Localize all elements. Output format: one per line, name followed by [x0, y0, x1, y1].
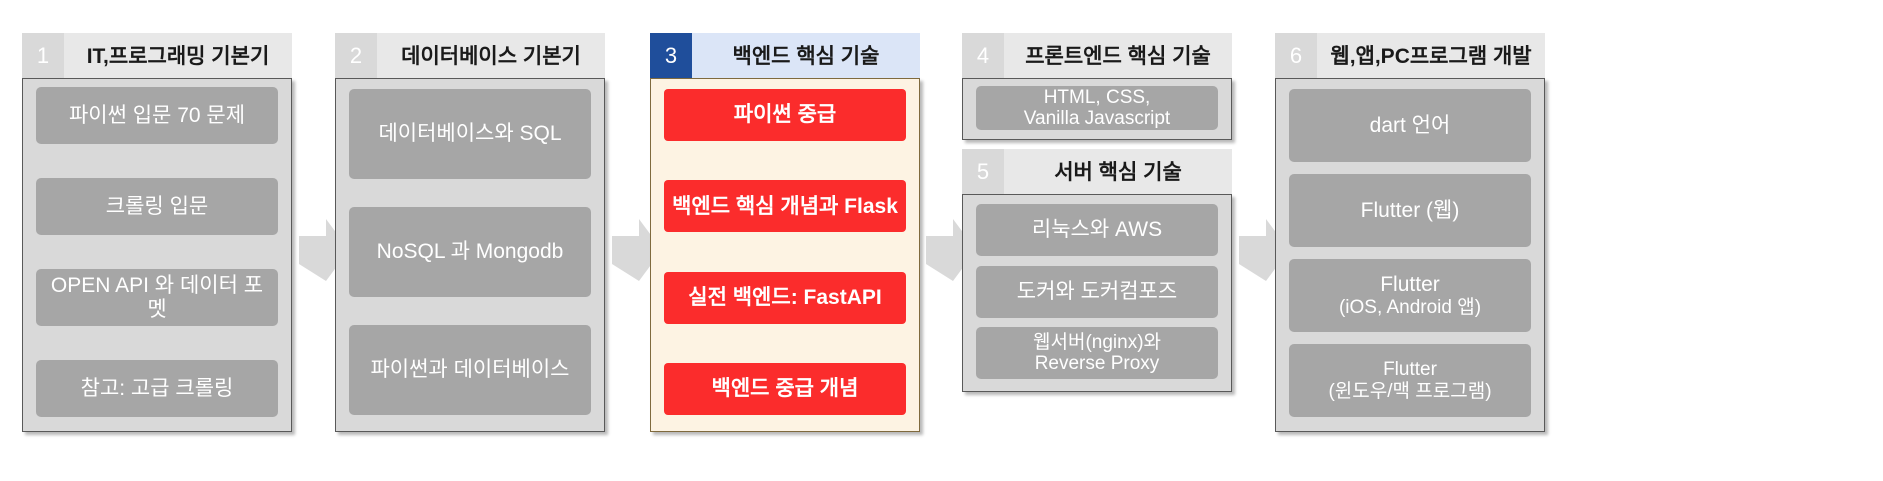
course-item[interactable]: 백엔드 중급 개념: [664, 362, 906, 415]
roadmap-stage-3: 3 백엔드 핵심 기술 파이썬 중급 백엔드 핵심 개념과 Flask 실전 백…: [650, 33, 920, 432]
stage-4-header: 4 프론트엔드 핵심 기술: [962, 33, 1232, 78]
course-item[interactable]: 백엔드 핵심 개념과 Flask: [664, 180, 906, 233]
roadmap-stage-4-5: 4 프론트엔드 핵심 기술 HTML, CSS, Vanilla Javascr…: [962, 33, 1232, 392]
course-item[interactable]: OPEN API 와 데이터 포멧: [36, 269, 278, 326]
stage-3-title: 백엔드 핵심 기술: [692, 33, 920, 78]
roadmap-stage-2: 2 데이터베이스 기본기 데이터베이스와 SQL NoSQL 과 Mongodb…: [335, 33, 605, 432]
stage-5-panel: 리눅스와 AWS 도커와 도커컴포즈 웹서버(nginx)와 Reverse P…: [962, 194, 1232, 392]
stage-3-number: 3: [650, 33, 692, 78]
course-item[interactable]: Flutter (웹): [1289, 174, 1531, 247]
stage-4-title: 프론트엔드 핵심 기술: [1004, 33, 1232, 78]
course-item[interactable]: 파이썬과 데이터베이스: [349, 325, 591, 415]
roadmap-stage-6: 6 웹,앱,PC프로그램 개발 dart 언어 Flutter (웹) Flut…: [1275, 33, 1545, 432]
course-item-text: Flutter (윈도우/맥 프로그램): [1328, 359, 1492, 402]
course-item[interactable]: 크롤링 입문: [36, 178, 278, 235]
course-item[interactable]: HTML, CSS, Vanilla Javascript: [976, 86, 1218, 130]
stage-2-panel: 데이터베이스와 SQL NoSQL 과 Mongodb 파이썬과 데이터베이스: [335, 78, 605, 432]
stage-1-title: IT,프로그래밍 기본기: [64, 33, 292, 78]
stage-2-title: 데이터베이스 기본기: [377, 33, 605, 78]
stage-1-header: 1 IT,프로그래밍 기본기: [22, 33, 292, 78]
stage-4-number: 4: [962, 33, 1004, 78]
arrow-stage-2-to-3: [612, 219, 662, 281]
stage-6-number: 6: [1275, 33, 1317, 78]
stage-1-number: 1: [22, 33, 64, 78]
course-item[interactable]: NoSQL 과 Mongodb: [349, 207, 591, 297]
course-item-text: HTML, CSS, Vanilla Javascript: [1023, 86, 1171, 129]
course-item[interactable]: 도커와 도커컴포즈: [976, 265, 1218, 318]
roadmap-stage-1: 1 IT,프로그래밍 기본기 파이썬 입문 70 문제 크롤링 입문 OPEN …: [22, 33, 292, 432]
course-item[interactable]: 실전 백엔드: FastAPI: [664, 271, 906, 324]
course-item[interactable]: 웹서버(nginx)와 Reverse Proxy: [976, 327, 1218, 379]
course-item-text: Flutter (iOS, Android 앱): [1338, 273, 1482, 318]
course-item[interactable]: 파이썬 중급: [664, 89, 906, 141]
stage-5-number: 5: [962, 149, 1004, 194]
stage-5-title: 서버 핵심 기술: [1004, 149, 1232, 194]
stage-6-title: 웹,앱,PC프로그램 개발: [1317, 33, 1545, 78]
stage-2-header: 2 데이터베이스 기본기: [335, 33, 605, 78]
stage-2-number: 2: [335, 33, 377, 78]
stage-6-panel: dart 언어 Flutter (웹) Flutter (iOS, Androi…: [1275, 78, 1545, 432]
stage-1-panel: 파이썬 입문 70 문제 크롤링 입문 OPEN API 와 데이터 포멧 참고…: [22, 78, 292, 432]
stage-4-panel: HTML, CSS, Vanilla Javascript: [962, 78, 1232, 140]
course-item[interactable]: 리눅스와 AWS: [976, 204, 1218, 256]
course-item[interactable]: dart 언어: [1289, 89, 1531, 162]
stage-3-header: 3 백엔드 핵심 기술: [650, 33, 920, 78]
course-item[interactable]: 데이터베이스와 SQL: [349, 89, 591, 179]
course-item-text: 웹서버(nginx)와 Reverse Proxy: [1033, 331, 1161, 374]
course-item[interactable]: Flutter (iOS, Android 앱): [1289, 259, 1531, 332]
course-item[interactable]: 참고: 고급 크롤링: [36, 360, 278, 417]
stage-5-header: 5 서버 핵심 기술: [962, 149, 1232, 194]
course-item[interactable]: 파이썬 입문 70 문제: [36, 87, 278, 144]
stage-6-header: 6 웹,앱,PC프로그램 개발: [1275, 33, 1545, 78]
stage-3-panel: 파이썬 중급 백엔드 핵심 개념과 Flask 실전 백엔드: FastAPI …: [650, 78, 920, 432]
course-item[interactable]: Flutter (윈도우/맥 프로그램): [1289, 344, 1531, 417]
